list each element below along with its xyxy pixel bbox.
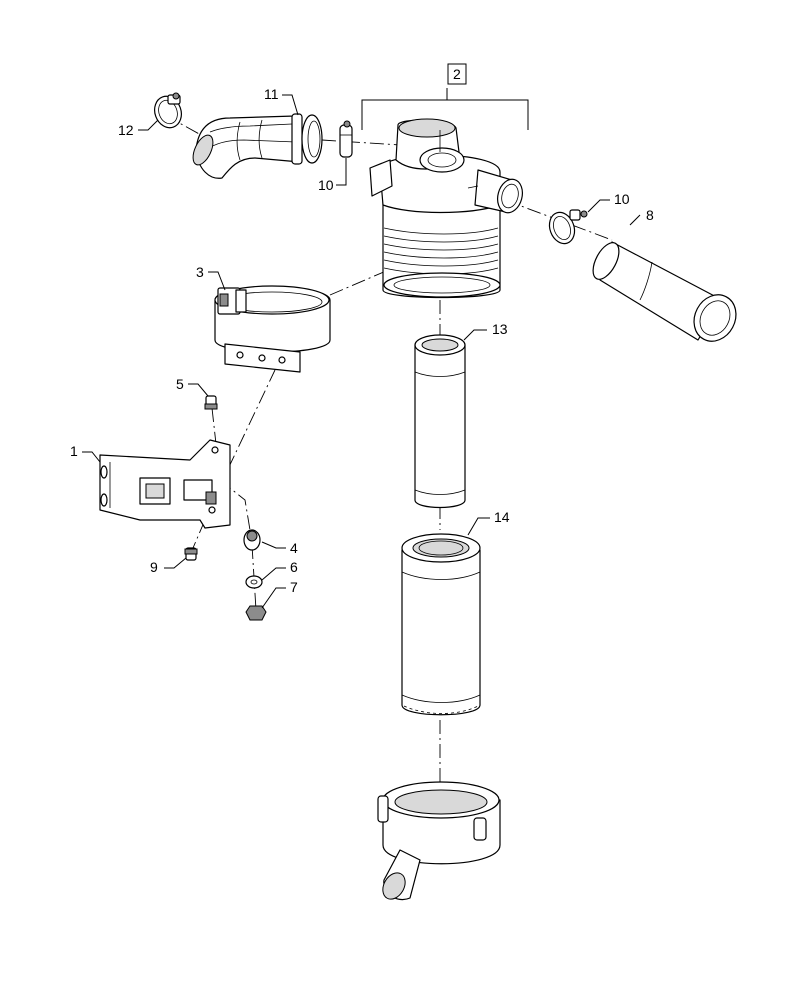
- washer-icon: [245, 575, 263, 589]
- callout-7: 7: [290, 579, 298, 595]
- hose-clamp-icon: [548, 209, 588, 245]
- primary-filter-element-icon: [414, 334, 466, 509]
- callout-12: 12: [118, 122, 134, 138]
- callout-14: 14: [494, 509, 510, 525]
- isolator-mount-icon: [243, 529, 261, 551]
- nut-icon: [245, 605, 267, 621]
- callout-leaders: [82, 94, 641, 609]
- callout-2: 2: [453, 66, 461, 82]
- mounting-bracket-icon: [99, 439, 231, 529]
- callout-6: 6: [290, 559, 298, 575]
- hose-clamp-icon: [154, 92, 182, 129]
- callout-10-left: 10: [318, 177, 334, 193]
- callout-4: 4: [290, 540, 298, 556]
- callout-3: 3: [196, 264, 204, 280]
- callout-numbers: 12 11 10 2 10 8 3 13 5 1 14 4 9 6 7: [70, 66, 654, 595]
- callout-5: 5: [176, 376, 184, 392]
- intake-elbow-hose-icon: [192, 113, 323, 179]
- safety-filter-element-icon: [401, 533, 481, 716]
- callout-9: 9: [150, 559, 158, 575]
- callout-1: 1: [70, 443, 78, 459]
- callout-2-box: [447, 63, 467, 85]
- outlet-tube-icon: [592, 241, 737, 342]
- callout-8: 8: [646, 207, 654, 223]
- air-cleaner-housing-icon: [369, 118, 523, 299]
- callout-11: 11: [264, 86, 279, 102]
- callout-2-bracket: [361, 88, 529, 130]
- bolt-icon: [184, 547, 198, 561]
- bolt-icon: [204, 395, 218, 410]
- hose-clamp-icon: [339, 120, 353, 158]
- callout-13: 13: [492, 321, 508, 337]
- mounting-strap-icon: [214, 285, 331, 373]
- callout-10-right: 10: [614, 191, 630, 207]
- dust-cup-cover-icon: [377, 781, 501, 901]
